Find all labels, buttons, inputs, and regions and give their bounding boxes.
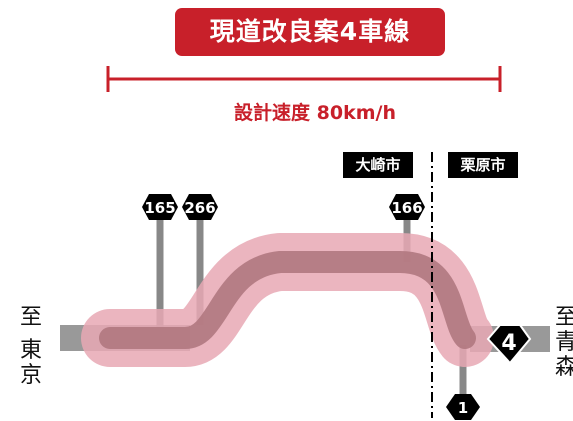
left-destination-to: 至	[19, 305, 42, 330]
route-165-label: 165	[144, 199, 175, 217]
left-destination-city-1: 東	[19, 338, 42, 363]
city-label-kurihara: 栗原市	[448, 152, 518, 178]
city-label-osaki: 大崎市	[343, 152, 413, 178]
design-speed-label: 設計速度 80km/h	[234, 102, 396, 124]
route-165-icon: 165	[142, 194, 178, 220]
page-title: 現道改良案4車線	[175, 8, 445, 56]
improved-road-core	[99, 251, 476, 349]
route-4-label: 4	[501, 331, 516, 356]
right-destination: 至 青 森	[555, 305, 573, 380]
route-4-icon: 4	[486, 324, 532, 365]
route-166-label: 166	[391, 199, 422, 217]
route-266-label: 266	[184, 199, 215, 217]
right-destination-city-1: 青	[555, 330, 573, 355]
right-destination-to: 至	[555, 305, 573, 330]
route-266-icon: 266	[182, 194, 218, 220]
left-destination-city-2: 京	[19, 363, 42, 388]
right-destination-city-2: 森	[555, 355, 573, 380]
route-166-icon: 166	[389, 194, 425, 220]
route-1-icon: 1	[446, 394, 480, 420]
route-1-label: 1	[458, 399, 468, 417]
left-destination: 至 東 京	[18, 305, 44, 388]
